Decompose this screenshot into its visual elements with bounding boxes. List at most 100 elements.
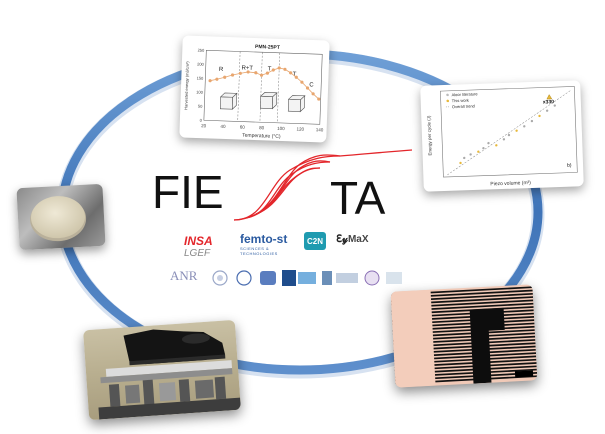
phase-boundary xyxy=(277,52,280,123)
scatter-point xyxy=(459,161,462,165)
data-point xyxy=(208,79,212,83)
y-tick-label: 50 xyxy=(198,104,203,109)
chart-right-panel: b) xyxy=(567,163,572,169)
scatter-point xyxy=(463,156,466,160)
x-tick-label: 140 xyxy=(316,127,324,132)
crystal-cubes xyxy=(219,92,306,113)
phase-label: T xyxy=(268,66,272,72)
scatter-point xyxy=(482,147,485,150)
data-point xyxy=(265,71,270,75)
scatter-point xyxy=(523,125,526,128)
x-tick-label: 120 xyxy=(296,126,304,131)
chart-right-ylabel: Energy per cycle (J) xyxy=(426,115,432,156)
legend-item-3: Overall trend xyxy=(452,103,475,109)
chart-top-ylabel: Harvested energy (mJ/cm³) xyxy=(183,61,190,110)
partner-badge-icon xyxy=(260,271,276,285)
partner-seal-icon xyxy=(212,270,228,286)
data-point xyxy=(277,66,281,70)
highlight-point xyxy=(546,94,553,100)
phase-label: R+T xyxy=(241,65,253,71)
fiesta-logo: FIE TA xyxy=(150,148,420,228)
partner-seal-icon xyxy=(236,270,252,286)
phase-label: R xyxy=(219,67,224,73)
partner-badge-icon xyxy=(322,271,332,285)
y-tick-label: 0 xyxy=(200,118,203,123)
data-point xyxy=(283,67,287,71)
data-point xyxy=(311,92,315,96)
temperature-energy-chart: PMN-25PT R R+T T T C 20 40 60 80 100 120 140 0 50 10… xyxy=(183,44,324,140)
partner-logos: INSA LGEF femto-st SCIENCES & TECHNOLOGI… xyxy=(170,232,410,292)
data-point xyxy=(289,71,293,75)
piezo-disc-photo xyxy=(16,183,106,251)
phase-boundary xyxy=(237,51,241,122)
y-tick-label: 150 xyxy=(197,75,205,80)
data-point xyxy=(305,86,310,90)
chart-top-title: PMN-25PT xyxy=(255,44,280,51)
y-tick-label: 250 xyxy=(198,47,206,52)
max-glyph-icon: ℇ𝓎 xyxy=(336,234,348,245)
scatter-point xyxy=(495,144,498,147)
data-point xyxy=(259,73,264,77)
scatter-point xyxy=(530,119,534,123)
legend: Aloor literature This work Overall trend xyxy=(445,91,478,109)
chart-card-top: PMN-25PT R R+T T T C 20 40 60 80 100 120 140 0 50 10… xyxy=(179,35,330,143)
plot-frame xyxy=(203,49,323,125)
phase-label: C xyxy=(309,82,314,88)
electrode-icon xyxy=(390,286,538,388)
y-tick-label: 200 xyxy=(197,61,205,66)
partner-badge-icon xyxy=(282,270,296,286)
data-point xyxy=(254,71,258,75)
femto-logo: femto-st SCIENCES & TECHNOLOGIES xyxy=(240,232,288,256)
logo-text-left: FIE xyxy=(152,166,224,218)
scatter-point xyxy=(502,138,506,141)
chart-right-annotation: x330 xyxy=(543,99,555,105)
scatter-point xyxy=(507,133,511,137)
max-logo: ℇ𝓎MaX xyxy=(336,234,369,245)
small-partner-logos xyxy=(212,270,402,286)
chart-top-xlabel: Temperature (°C) xyxy=(242,133,281,140)
scatter-point xyxy=(538,114,541,118)
data-point xyxy=(246,70,250,74)
phase-boundary xyxy=(259,52,263,123)
x-tick-label: 60 xyxy=(240,125,246,130)
contact-pad xyxy=(469,307,505,384)
data-point xyxy=(317,97,321,101)
x-tick-label: 100 xyxy=(277,126,285,131)
scatter-point xyxy=(477,150,480,153)
hysteresis-icon xyxy=(233,149,413,221)
shoe-device-icon xyxy=(98,329,241,420)
scatter-point xyxy=(515,129,518,132)
y-tick-label: 100 xyxy=(196,89,204,94)
chart-right-xlabel: Piezo volume (m³) xyxy=(490,180,531,187)
data-point xyxy=(223,75,227,79)
data-point xyxy=(238,71,242,75)
data-point xyxy=(230,73,235,77)
plot-frame-right xyxy=(440,86,578,178)
legend-item-1: Aloor literature xyxy=(451,91,478,97)
data-point xyxy=(215,77,219,81)
substrate xyxy=(390,289,436,388)
legend-item-2: This work xyxy=(452,98,469,104)
c2n-logo: C2N xyxy=(304,232,326,250)
x-tick-label: 80 xyxy=(259,125,265,130)
partner-seal-icon xyxy=(364,270,380,286)
chart-card-right: Aloor literature This work Overall trend… xyxy=(420,80,584,192)
scatter-point xyxy=(545,109,549,112)
x-tick-label: 40 xyxy=(220,124,226,129)
interdigitated-electrode-photo xyxy=(390,284,538,388)
insa-logo: INSA LGEF xyxy=(184,234,213,259)
energy-volume-chart: Aloor literature This work Overall trend… xyxy=(426,86,578,187)
scatter-point xyxy=(553,104,556,107)
data-point xyxy=(300,80,304,84)
data-point xyxy=(271,68,275,72)
shoe-harvester-photo xyxy=(83,319,241,421)
data-point xyxy=(294,75,298,79)
x-tick-label: 20 xyxy=(201,123,207,128)
logo-text-right: TA xyxy=(330,172,386,224)
scatter-point xyxy=(487,141,490,145)
scatter-point xyxy=(469,153,472,156)
anr-logo: ANR xyxy=(170,268,198,283)
trend-line xyxy=(447,90,571,176)
phase-label: T xyxy=(293,72,297,78)
disc-icon xyxy=(30,196,87,242)
